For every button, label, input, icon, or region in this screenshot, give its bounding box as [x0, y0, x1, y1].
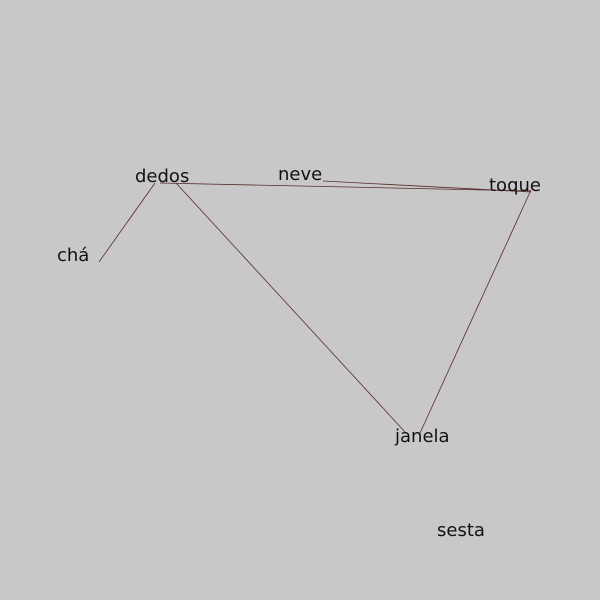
edge-dedos-cha: [98, 182, 156, 263]
edge-dedos-janela: [175, 182, 406, 433]
edge-toque-janela: [419, 189, 532, 434]
word-sesta: sesta: [437, 520, 485, 541]
word-dedos: dedos: [135, 166, 190, 187]
word-toque: toque: [489, 175, 541, 196]
word-cha: chá: [57, 245, 90, 266]
word-neve: neve: [278, 164, 323, 185]
edge-dedos-toque: [159, 182, 532, 192]
word-janela: janela: [395, 426, 450, 447]
edge-neve-toque: [322, 180, 532, 193]
